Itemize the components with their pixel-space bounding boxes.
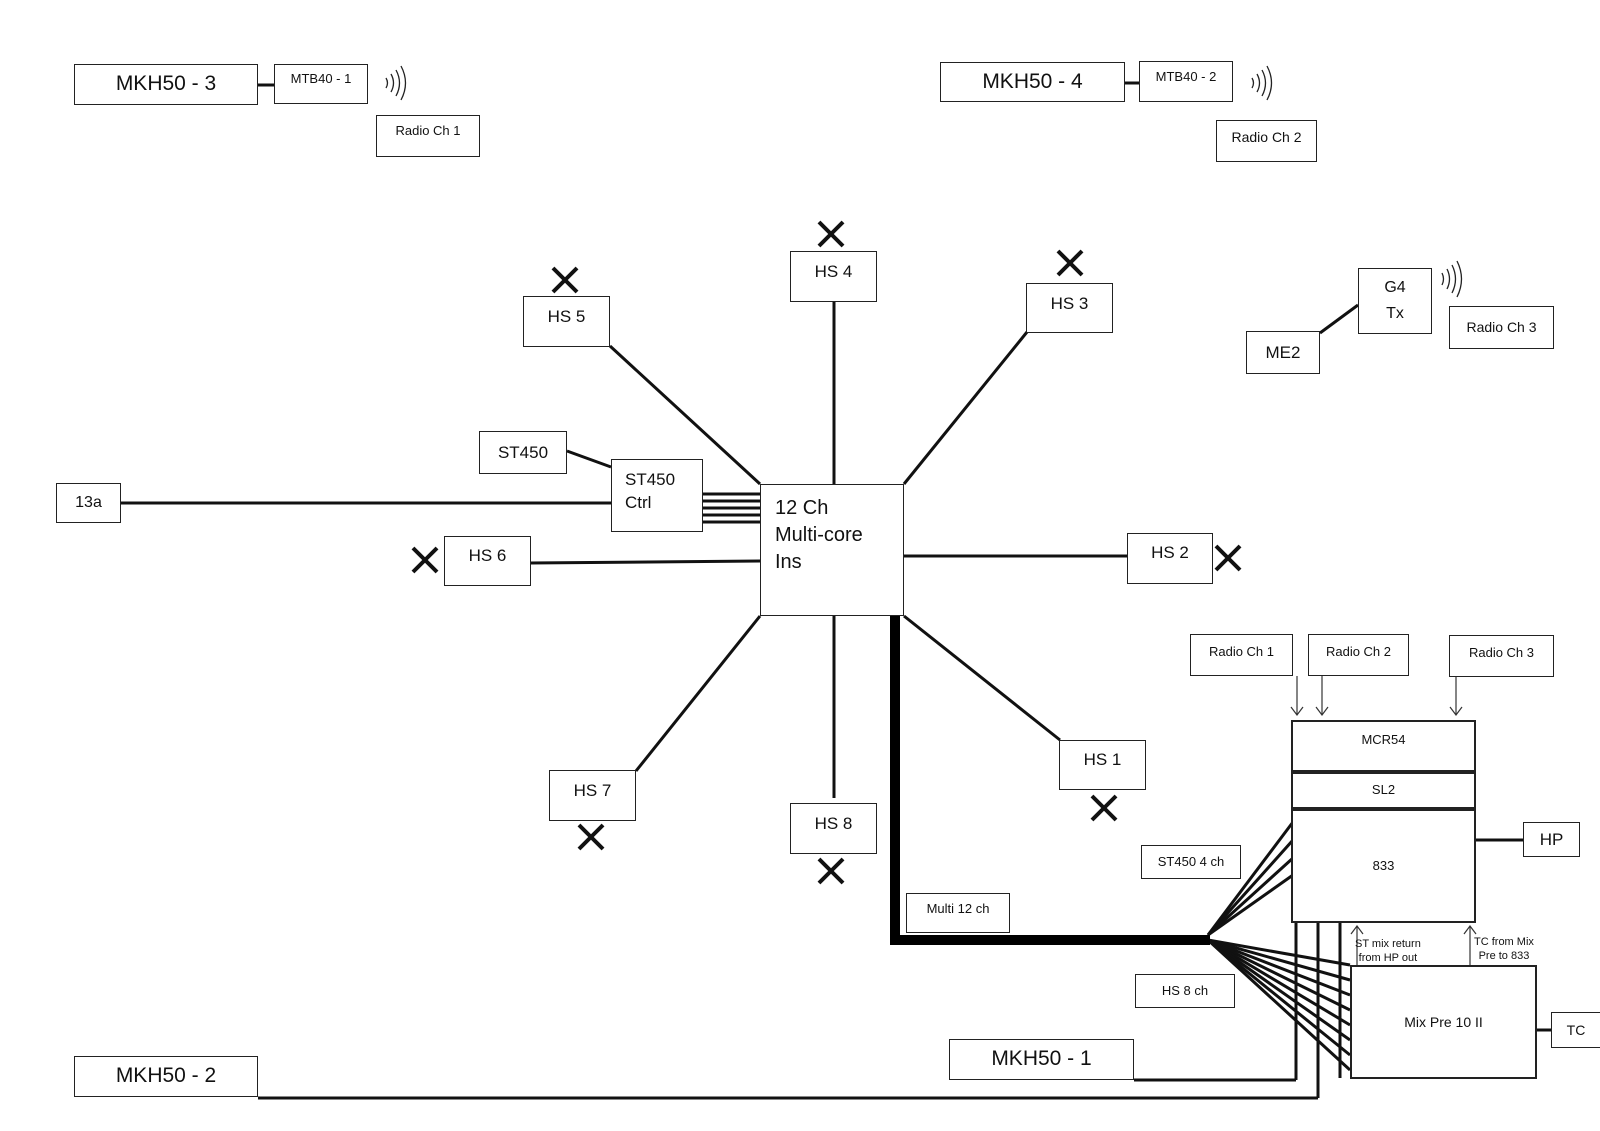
disconnected-x-icon [1055,248,1085,278]
tc-timecode: TC [1551,1012,1600,1048]
hs2-headset: HS 2 [1127,533,1213,584]
st450-4ch-label: ST450 4 ch [1141,845,1241,879]
disconnected-x-icon [816,219,846,249]
disconnected-x-icon [1089,793,1119,823]
multi-12ch-label: Multi 12 ch [906,893,1010,933]
hs-8ch-label: HS 8 ch [1135,974,1235,1008]
st450-ctrl-unit: ST450 Ctrl [611,459,703,532]
g4-tx-transmitter: G4 Tx [1358,268,1432,334]
wireless-signal-icon [1251,65,1273,101]
disconnected-x-icon [1213,543,1243,573]
mtb40-1-transmitter: MTB40 - 1 [274,64,368,104]
wireless-signal-icon [385,65,407,101]
hs4-headset: HS 4 [790,251,877,302]
mkh50-1-mic: MKH50 - 1 [949,1039,1134,1080]
disconnected-x-icon [576,822,606,852]
st-mix-return-annotation: ST mix return from HP out [1355,938,1421,965]
hs1-headset: HS 1 [1059,740,1146,790]
hs7-headset: HS 7 [549,770,636,821]
disconnected-x-icon [550,265,580,295]
multicore-12ch-insert: 12 Ch Multi-core Ins [760,484,904,616]
mkh50-2-mic: MKH50 - 2 [74,1056,258,1097]
st450-unit: ST450 [479,431,567,474]
radio-ch1-right-label: Radio Ch 1 [1190,634,1293,676]
mtb40-2-transmitter: MTB40 - 2 [1139,61,1233,102]
833-recorder: 833 [1291,809,1476,923]
radio-ch3-top-label: Radio Ch 3 [1449,306,1554,349]
disconnected-x-icon [410,545,440,575]
disconnected-x-icon [816,856,846,886]
wireless-signal-icon [1441,260,1463,298]
me2-mic: ME2 [1246,331,1320,374]
mcr54-receiver: MCR54 [1291,720,1476,772]
radio-ch3-right-label: Radio Ch 3 [1449,635,1554,677]
radio-ch1-top-label: Radio Ch 1 [376,115,480,157]
radio-ch2-right-label: Radio Ch 2 [1308,634,1409,676]
hs6-headset: HS 6 [444,536,531,586]
13a-power: 13a [56,483,121,523]
hp-headphones: HP [1523,822,1580,857]
hs5-headset: HS 5 [523,296,610,347]
mixpre-10-ii-recorder: Mix Pre 10 II [1350,965,1537,1079]
sl2-module: SL2 [1291,772,1476,809]
tc-from-mix-annotation: TC from Mix Pre to 833 [1474,936,1534,963]
mkh50-3-mic: MKH50 - 3 [74,64,258,105]
radio-ch2-top-label: Radio Ch 2 [1216,120,1317,162]
hs8-headset: HS 8 [790,803,877,854]
mkh50-4-mic: MKH50 - 4 [940,62,1125,102]
hs3-headset: HS 3 [1026,283,1113,333]
